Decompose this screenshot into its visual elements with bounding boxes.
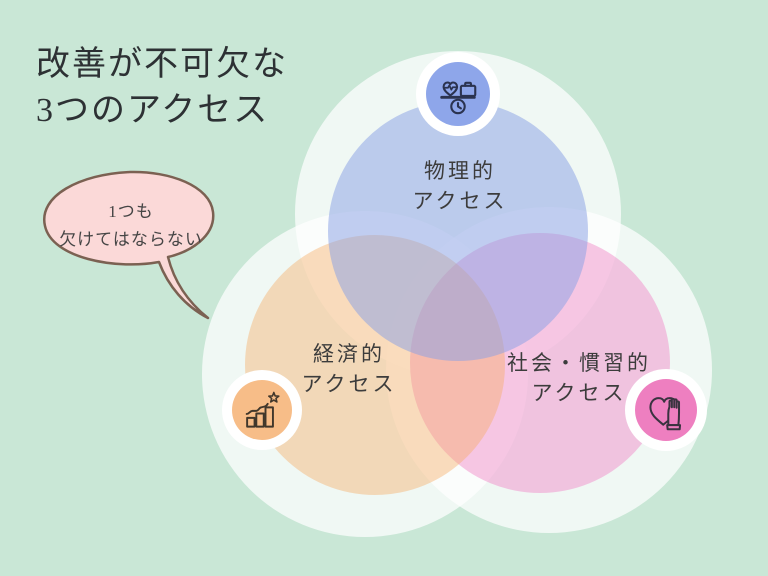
work-life-balance-icon [440, 81, 477, 115]
hand-on-heart-icon [649, 397, 682, 431]
title-line-1: 改善が不可欠な [36, 46, 288, 83]
title-line-2: 3つのアクセス [36, 92, 270, 129]
badge-physical [416, 52, 500, 136]
badge-social [625, 369, 707, 451]
label-physical-line-1: 物理的 [423, 159, 496, 183]
speech-bubble: 1つも 欠けてはならない [20, 164, 220, 324]
circle-physical-access [328, 101, 588, 361]
growth-chart-icon [245, 391, 280, 428]
label-social-line-1: 社会・慣習的 [507, 351, 651, 375]
speech-bubble-line-1: 1つも [108, 202, 154, 221]
badge-economic-disc [232, 380, 292, 440]
speech-bubble-shape [43, 170, 215, 320]
label-social-access: 社会・慣習的 アクセス [507, 348, 651, 408]
label-physical-line-2: アクセス [412, 189, 508, 213]
page-title: 改善が不可欠な 3つのアクセス [36, 42, 288, 134]
badge-economic [222, 370, 302, 450]
badge-physical-disc [426, 62, 490, 126]
label-social-line-2: アクセス [531, 381, 627, 405]
speech-bubble-text: 1つも 欠けてはならない [36, 198, 226, 254]
label-economic-access: 経済的 アクセス [302, 339, 397, 399]
badge-social-disc [635, 379, 697, 441]
speech-bubble-line-2: 欠けてはならない [59, 230, 203, 249]
label-economic-line-2: アクセス [301, 372, 397, 396]
label-economic-line-1: 経済的 [312, 342, 385, 366]
label-physical-access: 物理的 アクセス [413, 156, 508, 216]
